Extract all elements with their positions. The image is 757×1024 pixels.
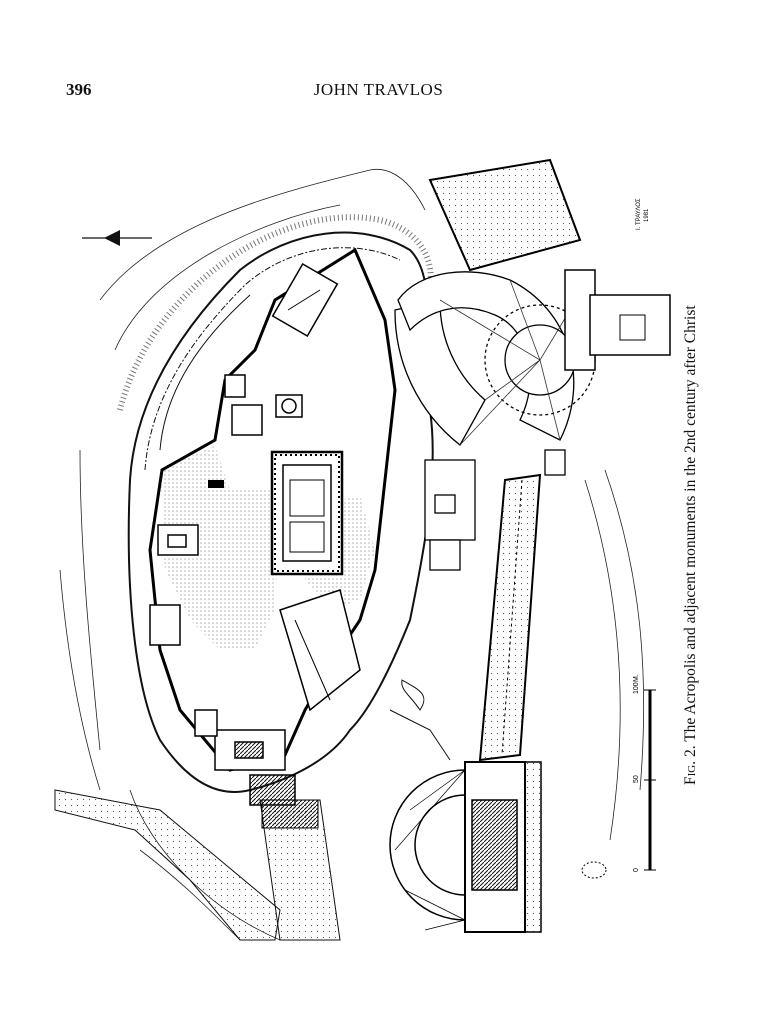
theatre-of-dionysos [394,271,596,446]
sanctuary-of-dionysos [428,158,671,371]
figure-caption: Fig. 2. The Acropolis and adjacent monum… [682,305,704,785]
stoa-of-eumenes [478,473,542,762]
scale-end-label: 100 [633,682,640,694]
chalkotheke [279,589,361,712]
approach-ramp [54,789,341,941]
page-number: 396 [66,80,92,99]
scale-unit-label: M. [633,674,640,682]
svg-text:I. ΤΡΑΥΛΟΣ: I. ΤΡΑΥΛΟΣ [636,198,642,230]
parthenon [270,450,344,576]
draftsman-signature: I. ΤΡΑΥΛΟΣ 1981 [636,198,650,230]
acropolis-rock-outline [127,231,434,793]
asklepieion [424,449,566,571]
temple-of-roma [275,394,303,418]
summit-stipple [160,445,280,650]
scale-bar: 0 50 100 M. [633,674,656,872]
acropolis-site-plan: 0 50 100 M. I. ΤΡΑΥΛΟΣ 1981 [54,158,671,941]
east-end-buildings [224,262,339,436]
page-header: 396 JOHN TRAVLOS [0,80,757,110]
scale-mid-label: 50 [633,775,640,783]
terrain-contours [59,168,645,941]
scale-start-label: 0 [633,868,640,872]
odeion-of-herodes-atticus [389,761,542,933]
figure-caption-text: The Acropolis and adjacent monuments in … [682,305,699,742]
erechtheion [149,524,199,646]
figure-number: Fig. 2. [682,745,699,785]
svg-text:1981: 1981 [644,208,650,222]
north-arrow-icon [82,230,152,246]
running-head: JOHN TRAVLOS [313,80,444,99]
